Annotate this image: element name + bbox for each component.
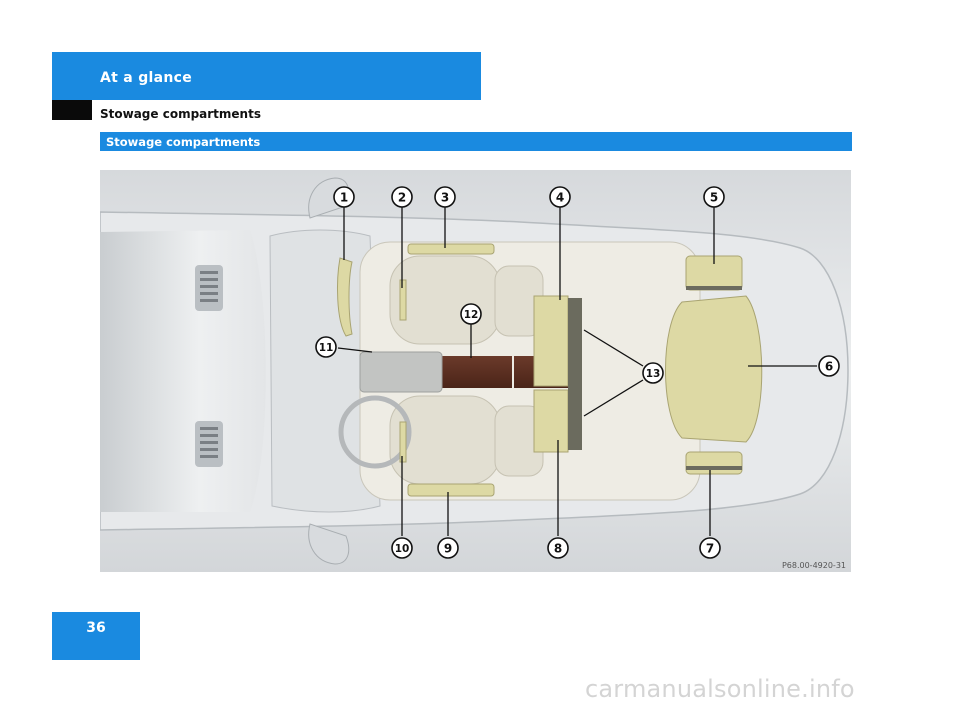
svg-text:13: 13 xyxy=(646,368,661,380)
callout-7: 7 xyxy=(699,537,721,559)
stowage-highlights xyxy=(337,243,763,497)
svg-text:11: 11 xyxy=(319,342,334,354)
callout-11: 11 xyxy=(315,336,337,358)
section-bar-title: Stowage compartments xyxy=(106,135,261,149)
dash-panel xyxy=(359,351,443,393)
callout-2: 2 xyxy=(391,186,413,208)
console-wood-front xyxy=(442,356,512,388)
callout-13: 13 xyxy=(642,362,664,384)
hood-vents xyxy=(195,265,223,467)
svg-text:12: 12 xyxy=(464,309,479,321)
chapter-tab xyxy=(52,52,481,100)
callout-12: 12 xyxy=(460,303,482,325)
section-bar: Stowage compartments xyxy=(100,132,852,151)
svg-text:1: 1 xyxy=(340,191,348,205)
callout-6: 6 xyxy=(818,355,840,377)
callout-10: 10 xyxy=(391,537,413,559)
svg-text:8: 8 xyxy=(554,542,562,556)
callout-5: 5 xyxy=(703,186,725,208)
callout-leader-lines xyxy=(337,207,817,536)
seats xyxy=(389,255,544,485)
svg-text:3: 3 xyxy=(441,191,449,205)
svg-text:5: 5 xyxy=(710,191,718,205)
chapter-tab-label: At a glance xyxy=(100,70,193,86)
steering-wheel xyxy=(338,395,412,469)
watermark: carmanualsonline.info xyxy=(585,675,855,703)
svg-text:6: 6 xyxy=(825,360,833,374)
page-number: 36 xyxy=(86,620,106,636)
figure-reference-code: P68.00-4920-31 xyxy=(782,561,846,570)
section-marker xyxy=(52,100,92,120)
section-title: Stowage compartments xyxy=(100,107,261,121)
svg-text:10: 10 xyxy=(395,543,410,555)
svg-text:4: 4 xyxy=(556,191,564,205)
right-mirror xyxy=(308,523,350,565)
svg-text:2: 2 xyxy=(398,191,406,205)
svg-text:7: 7 xyxy=(706,542,714,556)
callout-1: 1 xyxy=(333,186,355,208)
hood xyxy=(100,230,266,512)
callout-3: 3 xyxy=(434,186,456,208)
callout-8: 8 xyxy=(547,537,569,559)
stowage-figure: 1 2 3 4 5 6 7 8 9 10 11 12 xyxy=(100,170,851,572)
windscreen xyxy=(269,229,381,513)
callout-4: 4 xyxy=(549,186,571,208)
stowage-shadows xyxy=(568,286,742,470)
callout-9: 9 xyxy=(437,537,459,559)
page-number-box: 36 xyxy=(52,612,140,660)
svg-text:9: 9 xyxy=(444,542,452,556)
